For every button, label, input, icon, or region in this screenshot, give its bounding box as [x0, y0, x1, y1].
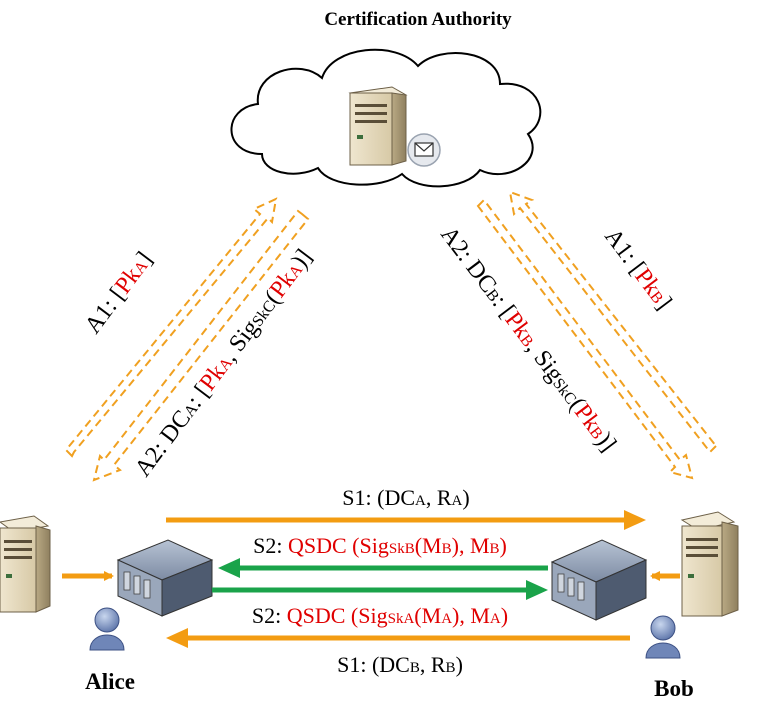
s1-top-label: S1: (DCA, RA) — [342, 485, 469, 510]
left-dashed-arrow-up — [64, 197, 278, 458]
bob-label: Bob — [654, 676, 694, 701]
bob-quantum-device-icon — [550, 539, 648, 621]
ca-title: Certification Authority — [324, 9, 512, 30]
right-dashed-arrow-up — [508, 190, 718, 454]
bob-user-icon — [645, 615, 681, 659]
s2-top-label: S2: QSDC (SigSkB(MB), MB) — [253, 533, 507, 558]
right-a1-label: A1: [PkB] — [599, 224, 676, 315]
s1-bottom-arrow — [166, 628, 630, 648]
alice-server-icon — [0, 515, 51, 613]
right-dashed-arrow-down — [476, 198, 694, 480]
bob-server-icon — [680, 511, 739, 617]
left-a1-label: A1: [PkA] — [80, 247, 158, 338]
mail-icon — [407, 133, 441, 167]
left-dashed-arrows — [64, 197, 310, 482]
alice-quantum-device-icon — [116, 539, 214, 617]
s2-bottom-label: S2: QSDC (SigSkA(MA), MA) — [252, 603, 508, 628]
s1-bottom-label: S1: (DCB, RB) — [337, 652, 463, 677]
alice-label: Alice — [85, 669, 135, 694]
s2-bottom-arrow — [212, 580, 548, 600]
s2-top-arrow — [218, 558, 548, 578]
alice-user-icon — [89, 607, 125, 651]
right-dashed-arrows — [476, 190, 718, 480]
ca-server-icon — [348, 86, 408, 166]
left-dashed-arrow-down — [92, 209, 310, 482]
s1-top-arrow — [166, 510, 646, 530]
left-a2-label: A2: DCA: [PkA, SigSkC(PkA)] — [130, 245, 317, 482]
